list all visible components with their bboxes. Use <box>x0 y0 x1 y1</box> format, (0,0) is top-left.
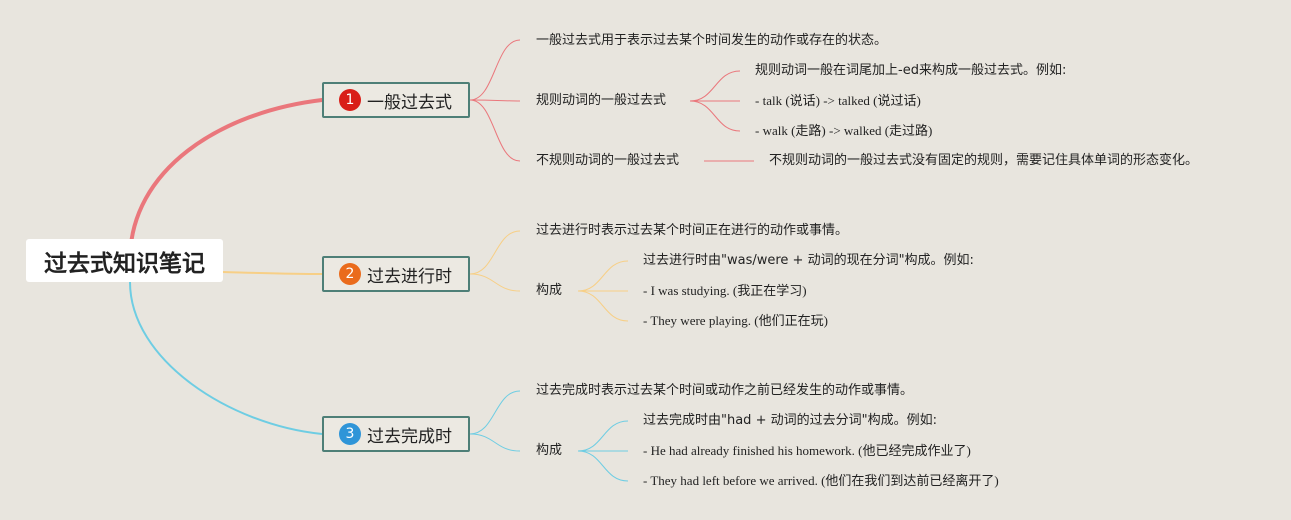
connector-b1-sub2-child3 <box>689 100 741 132</box>
connector-root-branch3 <box>129 281 323 435</box>
connector-b2-sub2-child1 <box>577 260 629 292</box>
connector-b1-item1 <box>469 39 521 101</box>
connector-b1-item2 <box>469 99 521 102</box>
topic-b2-definition[interactable]: 过去进行时表示过去某个时间正在进行的动作或事情。 <box>536 223 849 238</box>
connector-b2-sub2-child3 <box>577 290 629 322</box>
topic-b1-definition[interactable]: 一般过去式用于表示过去某个时间发生的动作或存在的状态。 <box>536 33 888 48</box>
branch-node-label: 一般过去式 <box>367 92 452 113</box>
topic-b1-example-walk[interactable]: - walk (走路) -> walked (走过路) <box>755 123 933 138</box>
branch-node-simple-past[interactable]: 1 一般过去式 <box>322 82 470 118</box>
number-badge-1: 1 <box>339 89 361 111</box>
branch-node-past-perfect[interactable]: 3 过去完成时 <box>322 416 470 452</box>
topic-b1-regular-rule[interactable]: 规则动词一般在词尾加上-ed来构成一般过去式。例如: <box>755 63 1067 78</box>
root-node-label: 过去式知识笔记 <box>44 250 205 277</box>
topic-b2-formation[interactable]: 构成 <box>536 283 563 298</box>
connector-b2-item1 <box>469 230 521 275</box>
number-badge-3: 3 <box>339 423 361 445</box>
connector-root-branch1 <box>128 98 324 262</box>
topic-b2-formation-rule[interactable]: 过去进行时由"was/were + 动词的现在分词"构成。例如: <box>643 253 974 268</box>
connector-root-branch2 <box>222 271 323 275</box>
connector-b3-item1 <box>469 390 521 435</box>
topic-b1-irregular-rule[interactable]: 不规则动词的一般过去式没有固定的规则，需要记住具体单词的形态变化。 <box>769 153 1199 168</box>
connector-b3-sub2-child1 <box>577 420 629 452</box>
topic-b1-example-talk[interactable]: - talk (说话) -> talked (说过话) <box>755 93 921 108</box>
topic-b3-formation-rule[interactable]: 过去完成时由"had + 动词的过去分词"构成。例如: <box>643 413 937 428</box>
connector-b1-item3 <box>469 99 521 162</box>
topic-b3-formation[interactable]: 构成 <box>536 443 563 458</box>
root-node[interactable]: 过去式知识笔记 <box>26 239 223 282</box>
number-badge-2: 2 <box>339 263 361 285</box>
connector-b3-sub2-child3 <box>577 450 629 482</box>
branch-node-past-continuous[interactable]: 2 过去进行时 <box>322 256 470 292</box>
topic-b2-example-2[interactable]: - They were playing. (他们正在玩) <box>643 313 828 328</box>
topic-b3-definition[interactable]: 过去完成时表示过去某个时间或动作之前已经发生的动作或事情。 <box>536 383 914 398</box>
topic-b1-irregular-verbs[interactable]: 不规则动词的一般过去式 <box>536 153 680 168</box>
connector-b2-item2 <box>469 273 521 292</box>
branch-node-label: 过去进行时 <box>367 266 452 287</box>
branch-node-label: 过去完成时 <box>367 426 452 447</box>
connector-b1-sub2-child1 <box>689 70 741 102</box>
topic-b1-regular-verbs[interactable]: 规则动词的一般过去式 <box>536 93 667 108</box>
connector-b3-item2 <box>469 433 521 452</box>
topic-b3-example-2[interactable]: - They had left before we arrived. (他们在我… <box>643 473 999 488</box>
topic-b2-example-1[interactable]: - I was studying. (我正在学习) <box>643 283 807 298</box>
topic-b3-example-1[interactable]: - He had already finished his homework. … <box>643 443 971 458</box>
